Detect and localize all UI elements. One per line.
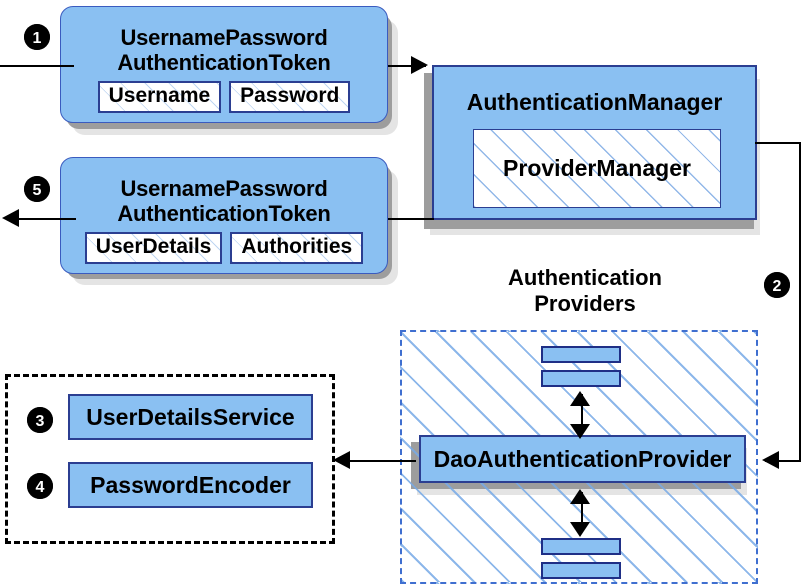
providers-title: Authentication Providers	[455, 265, 715, 317]
svg-text:4: 4	[36, 479, 45, 496]
connector-provider-to-services	[350, 460, 416, 462]
response-token-title: UsernamePassword AuthenticationToken	[117, 175, 331, 226]
dao-authentication-provider-label: DaoAuthenticationProvider	[433, 445, 732, 472]
arrow-provider-bottom-up	[570, 489, 590, 504]
password-encoder-box[interactable]: PasswordEncoder	[68, 462, 313, 508]
provider-bar-bottom-2[interactable]	[541, 562, 621, 579]
connector-provider-top	[581, 394, 583, 434]
badge-step-2: 2	[764, 272, 790, 298]
password-encoder-label: PasswordEncoder	[90, 471, 291, 498]
svg-text:2: 2	[773, 278, 782, 295]
slot-userdetails: UserDetails	[84, 231, 223, 264]
user-details-service-box[interactable]: UserDetailsService	[68, 394, 313, 440]
badge-step-3: 3	[27, 407, 53, 433]
connector-provider-bottom	[581, 492, 583, 532]
providers-title-line1: Authentication	[508, 265, 662, 290]
badge-step-4: 4	[27, 473, 53, 499]
connector-manager-right	[755, 142, 801, 144]
response-token-slots: UserDetails Authorities	[84, 231, 364, 264]
badge-4-icon: 4	[27, 473, 53, 499]
slot-authorities: Authorities	[230, 231, 364, 264]
arrow-provider-top-down	[570, 424, 590, 439]
svg-text:1: 1	[33, 30, 42, 47]
badge-5-icon: 5	[24, 176, 50, 202]
request-token-title: UsernamePassword AuthenticationToken	[117, 24, 331, 75]
badge-1-icon: 1	[24, 24, 50, 50]
request-token-box[interactable]: UsernamePassword AuthenticationToken Use…	[60, 6, 388, 123]
response-token-title-line2: AuthenticationToken	[117, 200, 331, 226]
provider-manager-box[interactable]: ProviderManager	[473, 129, 721, 208]
arrow-response-out	[2, 209, 19, 227]
arrow-provider-to-services	[333, 451, 350, 469]
authentication-manager-box[interactable]: AuthenticationManager ProviderManager	[432, 65, 757, 220]
arrow-provider-bottom-down	[570, 522, 590, 537]
response-token-title-line1: UsernamePassword	[120, 175, 328, 201]
response-token-box[interactable]: UsernamePassword AuthenticationToken Use…	[60, 157, 388, 274]
connector-incoming-request	[0, 65, 74, 67]
connector-token-to-manager	[388, 65, 426, 67]
authentication-manager-title: AuthenticationManager	[466, 89, 723, 115]
dao-authentication-provider-box[interactable]: DaoAuthenticationProvider	[419, 435, 746, 483]
badge-2-icon: 2	[764, 272, 790, 298]
slot-username: Username	[97, 80, 222, 113]
connector-response-out	[18, 218, 76, 220]
provider-bar-top-1[interactable]	[541, 346, 621, 363]
arrow-manager-to-provider	[762, 451, 779, 469]
provider-bar-bottom-1[interactable]	[541, 538, 621, 555]
arrow-token-to-manager	[411, 56, 428, 74]
badge-3-icon: 3	[27, 407, 53, 433]
providers-title-line2: Providers	[534, 291, 636, 316]
connector-manager-to-response	[388, 218, 434, 220]
request-token-slots: Username Password	[97, 80, 351, 113]
request-token-title-line2: AuthenticationToken	[117, 49, 331, 75]
svg-text:3: 3	[36, 413, 45, 430]
connector-manager-down	[799, 142, 801, 460]
arrow-provider-top-up	[570, 391, 590, 406]
provider-bar-top-2[interactable]	[541, 370, 621, 387]
request-token-title-line1: UsernamePassword	[120, 24, 328, 50]
slot-password: Password	[229, 80, 351, 113]
svg-text:5: 5	[33, 182, 42, 199]
connector-manager-to-provider	[765, 460, 801, 462]
badge-step-1: 1	[24, 24, 50, 50]
user-details-service-label: UserDetailsService	[86, 403, 295, 430]
badge-step-5: 5	[24, 176, 50, 202]
